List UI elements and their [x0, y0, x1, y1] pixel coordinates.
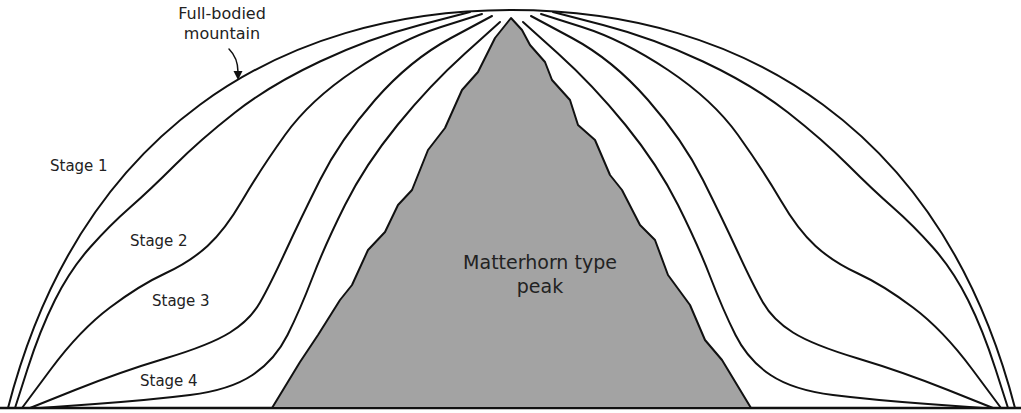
leader-line [229, 49, 238, 72]
peak-fill [272, 18, 751, 408]
label-box: Stage 3 [152, 292, 210, 310]
peak-label-box: Matterhorn type peak [440, 250, 640, 298]
stage-label: Stage 3 [152, 292, 210, 310]
peak-shape: Matterhorn type peak [272, 18, 751, 408]
label-box: Full-bodied mountain [162, 4, 282, 44]
peak-label: Matterhorn type peak [463, 251, 617, 297]
callout-label: Full-bodied mountain [162, 4, 282, 44]
full-bodied-outline [8, 10, 1015, 408]
leader-arrowhead [234, 71, 243, 80]
label-box: Stage 1 [50, 157, 108, 175]
stage-label: Stage 4 [140, 372, 198, 390]
label-box: Stage 2 [130, 232, 188, 250]
stage-label: Stage 2 [130, 232, 188, 250]
peak-outline [272, 18, 751, 408]
label-box: Stage 4 [140, 372, 198, 390]
stage-label: Stage 1 [50, 157, 108, 175]
